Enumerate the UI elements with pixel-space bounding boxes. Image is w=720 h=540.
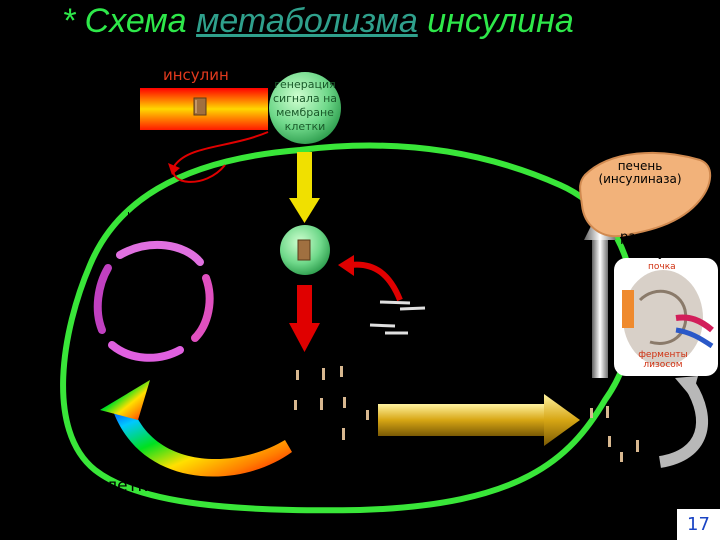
red-curved-arrow (172, 131, 269, 183)
liver-label: печень (инсулиназа) (598, 159, 682, 186)
complex-cleavage-label: расщепление комплекса ферментами лизосом (435, 293, 515, 345)
cell-label: клетка (96, 476, 159, 496)
kidney-icon (614, 258, 718, 376)
page-number: 17 (677, 509, 720, 540)
penetration-label: проникновение комплекса инсулин-рецептор… (341, 204, 459, 243)
participation-cycle-arrows (93, 240, 214, 362)
liver-icon (579, 151, 712, 238)
participation-label: участие инсулина во внутри-клеточных про… (118, 264, 190, 329)
insulin-fragments (294, 366, 639, 462)
slide-title: * Схема метаболизма инсулина (62, 2, 574, 40)
kidney-label: почка (648, 262, 676, 272)
insulin-label: инсулин (163, 66, 229, 84)
release-label: высвобождение инсулина (359, 354, 453, 380)
yellow-down-arrow (289, 152, 320, 223)
membrane-change-label: изменение свойств мембраны (127, 208, 239, 234)
exit-right-arrow (378, 394, 580, 446)
red-return-arrow (349, 261, 403, 302)
rainbow-curved-arrow-icon (100, 380, 292, 477)
cell-outline (60, 142, 637, 514)
exit-label: выход инсулина из клетки (406, 446, 518, 472)
receptor-sphere-icon (269, 72, 341, 144)
liver-cleavage-label: расщепление инсулина (620, 230, 714, 260)
insulin-molecule-icon (193, 97, 207, 116)
red-down-arrow (289, 285, 320, 352)
internalized-receptor-icon (280, 225, 330, 275)
signal-generation-label: генерация сигнала на мембране клетки (272, 78, 338, 133)
receptor-label: инсулиновый рецептор (360, 92, 480, 132)
enzymes-label: ферменты лизосом (638, 350, 688, 370)
lysosome-fragments (369, 300, 426, 335)
kidney-return-arrow (658, 381, 708, 468)
